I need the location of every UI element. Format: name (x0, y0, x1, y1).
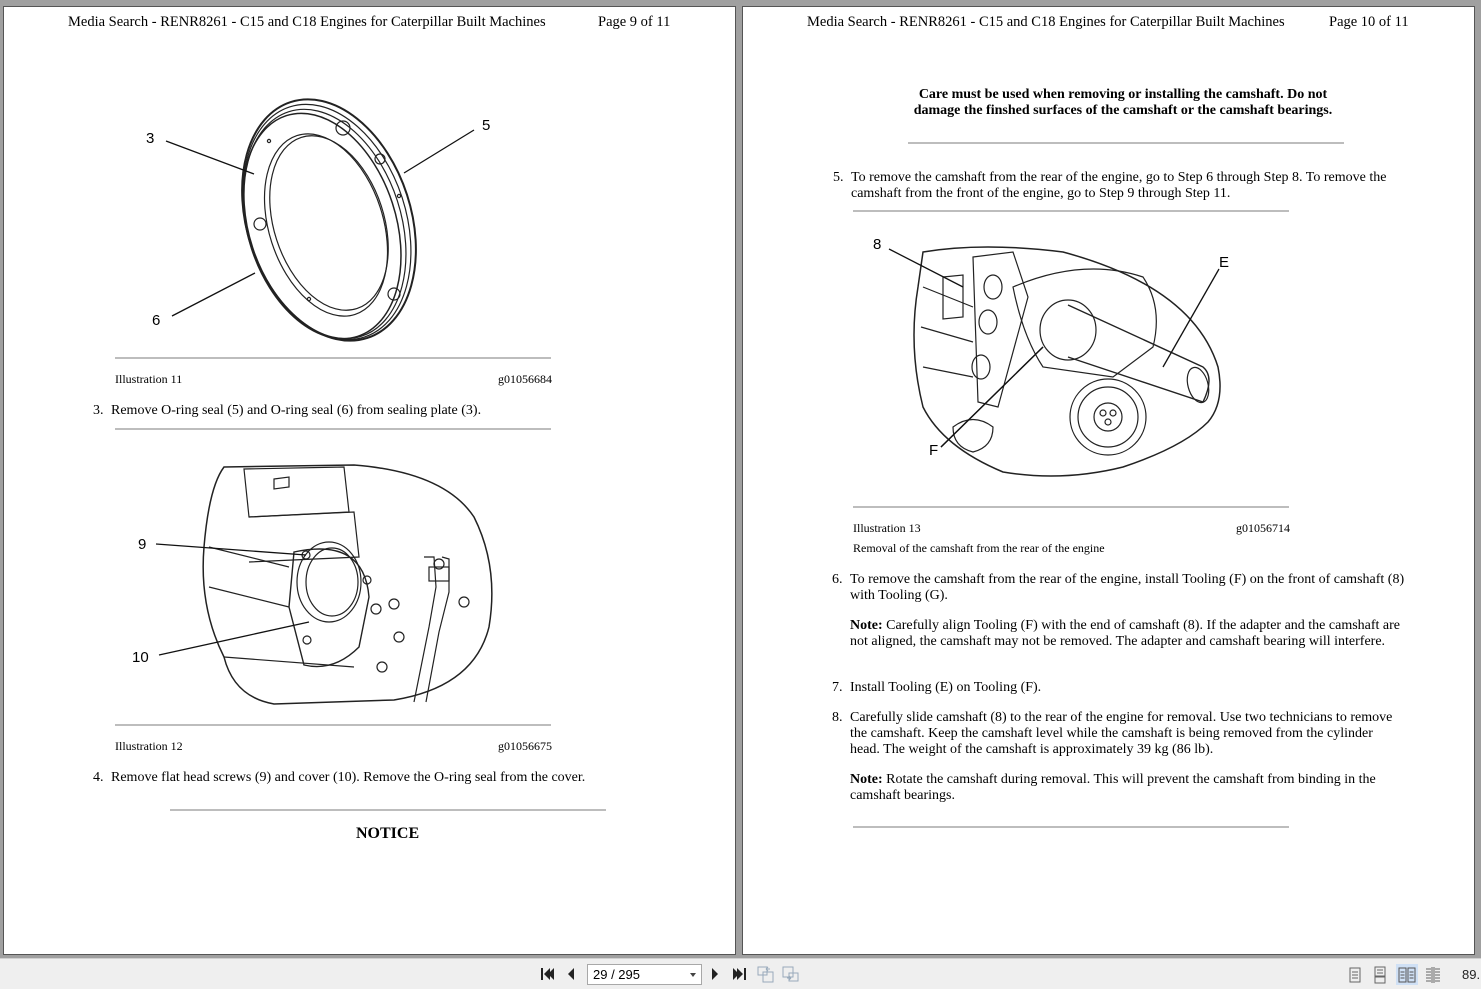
note-text: Carefully align Tooling (F) with the end… (850, 618, 1401, 649)
page-number-label: Page 9 of 11 (598, 14, 671, 30)
step-text: Remove flat head screws (9) and cover (1… (111, 770, 586, 785)
next-page-icon (712, 968, 718, 980)
divider (115, 724, 551, 726)
two-page-view-button[interactable] (1396, 964, 1418, 985)
last-page-button[interactable] (731, 965, 749, 983)
callout-3: 3 (146, 130, 154, 147)
page-number-input[interactable]: 29 / 295 (587, 964, 702, 985)
page-9: Media Search - RENR8261 - C15 and C18 En… (3, 6, 736, 955)
illustration-12-code: g01056675 (498, 739, 552, 753)
callout-10: 10 (132, 649, 149, 666)
illustration-12-label: Illustration 12 (115, 739, 183, 753)
illustration-13-label: Illustration 13 (853, 521, 921, 535)
notice-title: NOTICE (356, 825, 420, 842)
step-text: To remove the camshaft from the rear of … (850, 572, 1405, 603)
step-number: 7. (832, 680, 843, 695)
next-page-button[interactable] (706, 965, 724, 983)
illustration-13-code: g01056714 (1236, 521, 1290, 535)
page-header-title: Media Search - RENR8261 - C15 and C18 En… (68, 14, 546, 30)
continuous-page-icon (1374, 966, 1386, 983)
two-page-icon (1398, 967, 1416, 982)
illustration-12-cover: 9 10 (132, 464, 493, 705)
callout-E: E (1219, 254, 1229, 271)
notice-warning-text: Care must be used when removing or insta… (913, 87, 1333, 118)
step-number: 5. (833, 170, 844, 185)
callout-5: 5 (482, 117, 490, 134)
step-6-note: Note: Carefully align Tooling (F) with t… (850, 618, 1410, 650)
illustration-13-caption: Removal of the camshaft from the rear of… (853, 541, 1105, 555)
single-page-icon (1349, 967, 1361, 982)
notice-divider (908, 142, 1344, 144)
two-page-continuous-icon (1426, 966, 1440, 983)
first-page-button[interactable] (538, 965, 556, 983)
callout-8: 8 (873, 236, 881, 253)
page-10: Media Search - RENR8261 - C15 and C18 En… (742, 6, 1475, 955)
navigation-toolbar: 29 / 295 89. (0, 958, 1481, 989)
page-header-title: Media Search - RENR8261 - C15 and C18 En… (807, 14, 1285, 30)
divider (853, 210, 1289, 212)
step-number: 6. (832, 572, 843, 587)
page-number-label: Page 10 of 11 (1329, 14, 1409, 30)
callout-F: F (929, 442, 938, 459)
next-view-button[interactable] (782, 965, 800, 983)
divider (115, 428, 551, 430)
step-number: 4. (93, 770, 104, 785)
step-text: To remove the camshaft from the rear of … (851, 170, 1387, 201)
callout-9: 9 (138, 536, 146, 553)
callout-6: 6 (152, 312, 160, 329)
divider (853, 826, 1289, 828)
previous-view-button[interactable] (757, 965, 775, 983)
continuous-view-button[interactable] (1369, 964, 1391, 985)
zoom-level[interactable]: 89. (1462, 967, 1481, 982)
single-page-view-button[interactable] (1344, 964, 1366, 985)
next-view-icon (782, 966, 799, 982)
illustration-11-sealing-plate: 3 5 6 (146, 98, 490, 342)
chevron-down-icon[interactable] (690, 973, 696, 977)
step-text: Install Tooling (E) on Tooling (F). (850, 680, 1042, 695)
previous-page-button[interactable] (562, 965, 580, 983)
illustration-11-code: g01056684 (498, 372, 552, 386)
note-label: Note: (850, 618, 883, 633)
step-text: Carefully slide camshaft (8) to the rear… (850, 710, 1393, 757)
note-text: Rotate the camshaft during removal. This… (850, 772, 1376, 803)
two-page-continuous-view-button[interactable] (1422, 964, 1444, 985)
divider (853, 506, 1289, 508)
step-8-note: Note: Rotate the camshaft during removal… (850, 772, 1410, 804)
first-page-icon (541, 968, 554, 980)
document-viewer: Media Search - RENR8261 - C15 and C18 En… (3, 6, 1475, 955)
illustration-11-label: Illustration 11 (115, 372, 183, 386)
previous-page-icon (568, 968, 574, 980)
step-number: 3. (93, 403, 104, 418)
step-number: 8. (832, 710, 843, 725)
step-text: Remove O-ring seal (5) and O-ring seal (… (111, 403, 482, 418)
last-page-icon (733, 968, 746, 980)
divider (115, 357, 551, 359)
notice-divider (170, 809, 606, 811)
illustration-13-camshaft-removal: 8 E F (873, 236, 1229, 477)
note-label: Note: (850, 772, 883, 787)
previous-view-icon (757, 966, 774, 983)
page-number-value: 29 / 295 (593, 967, 640, 982)
